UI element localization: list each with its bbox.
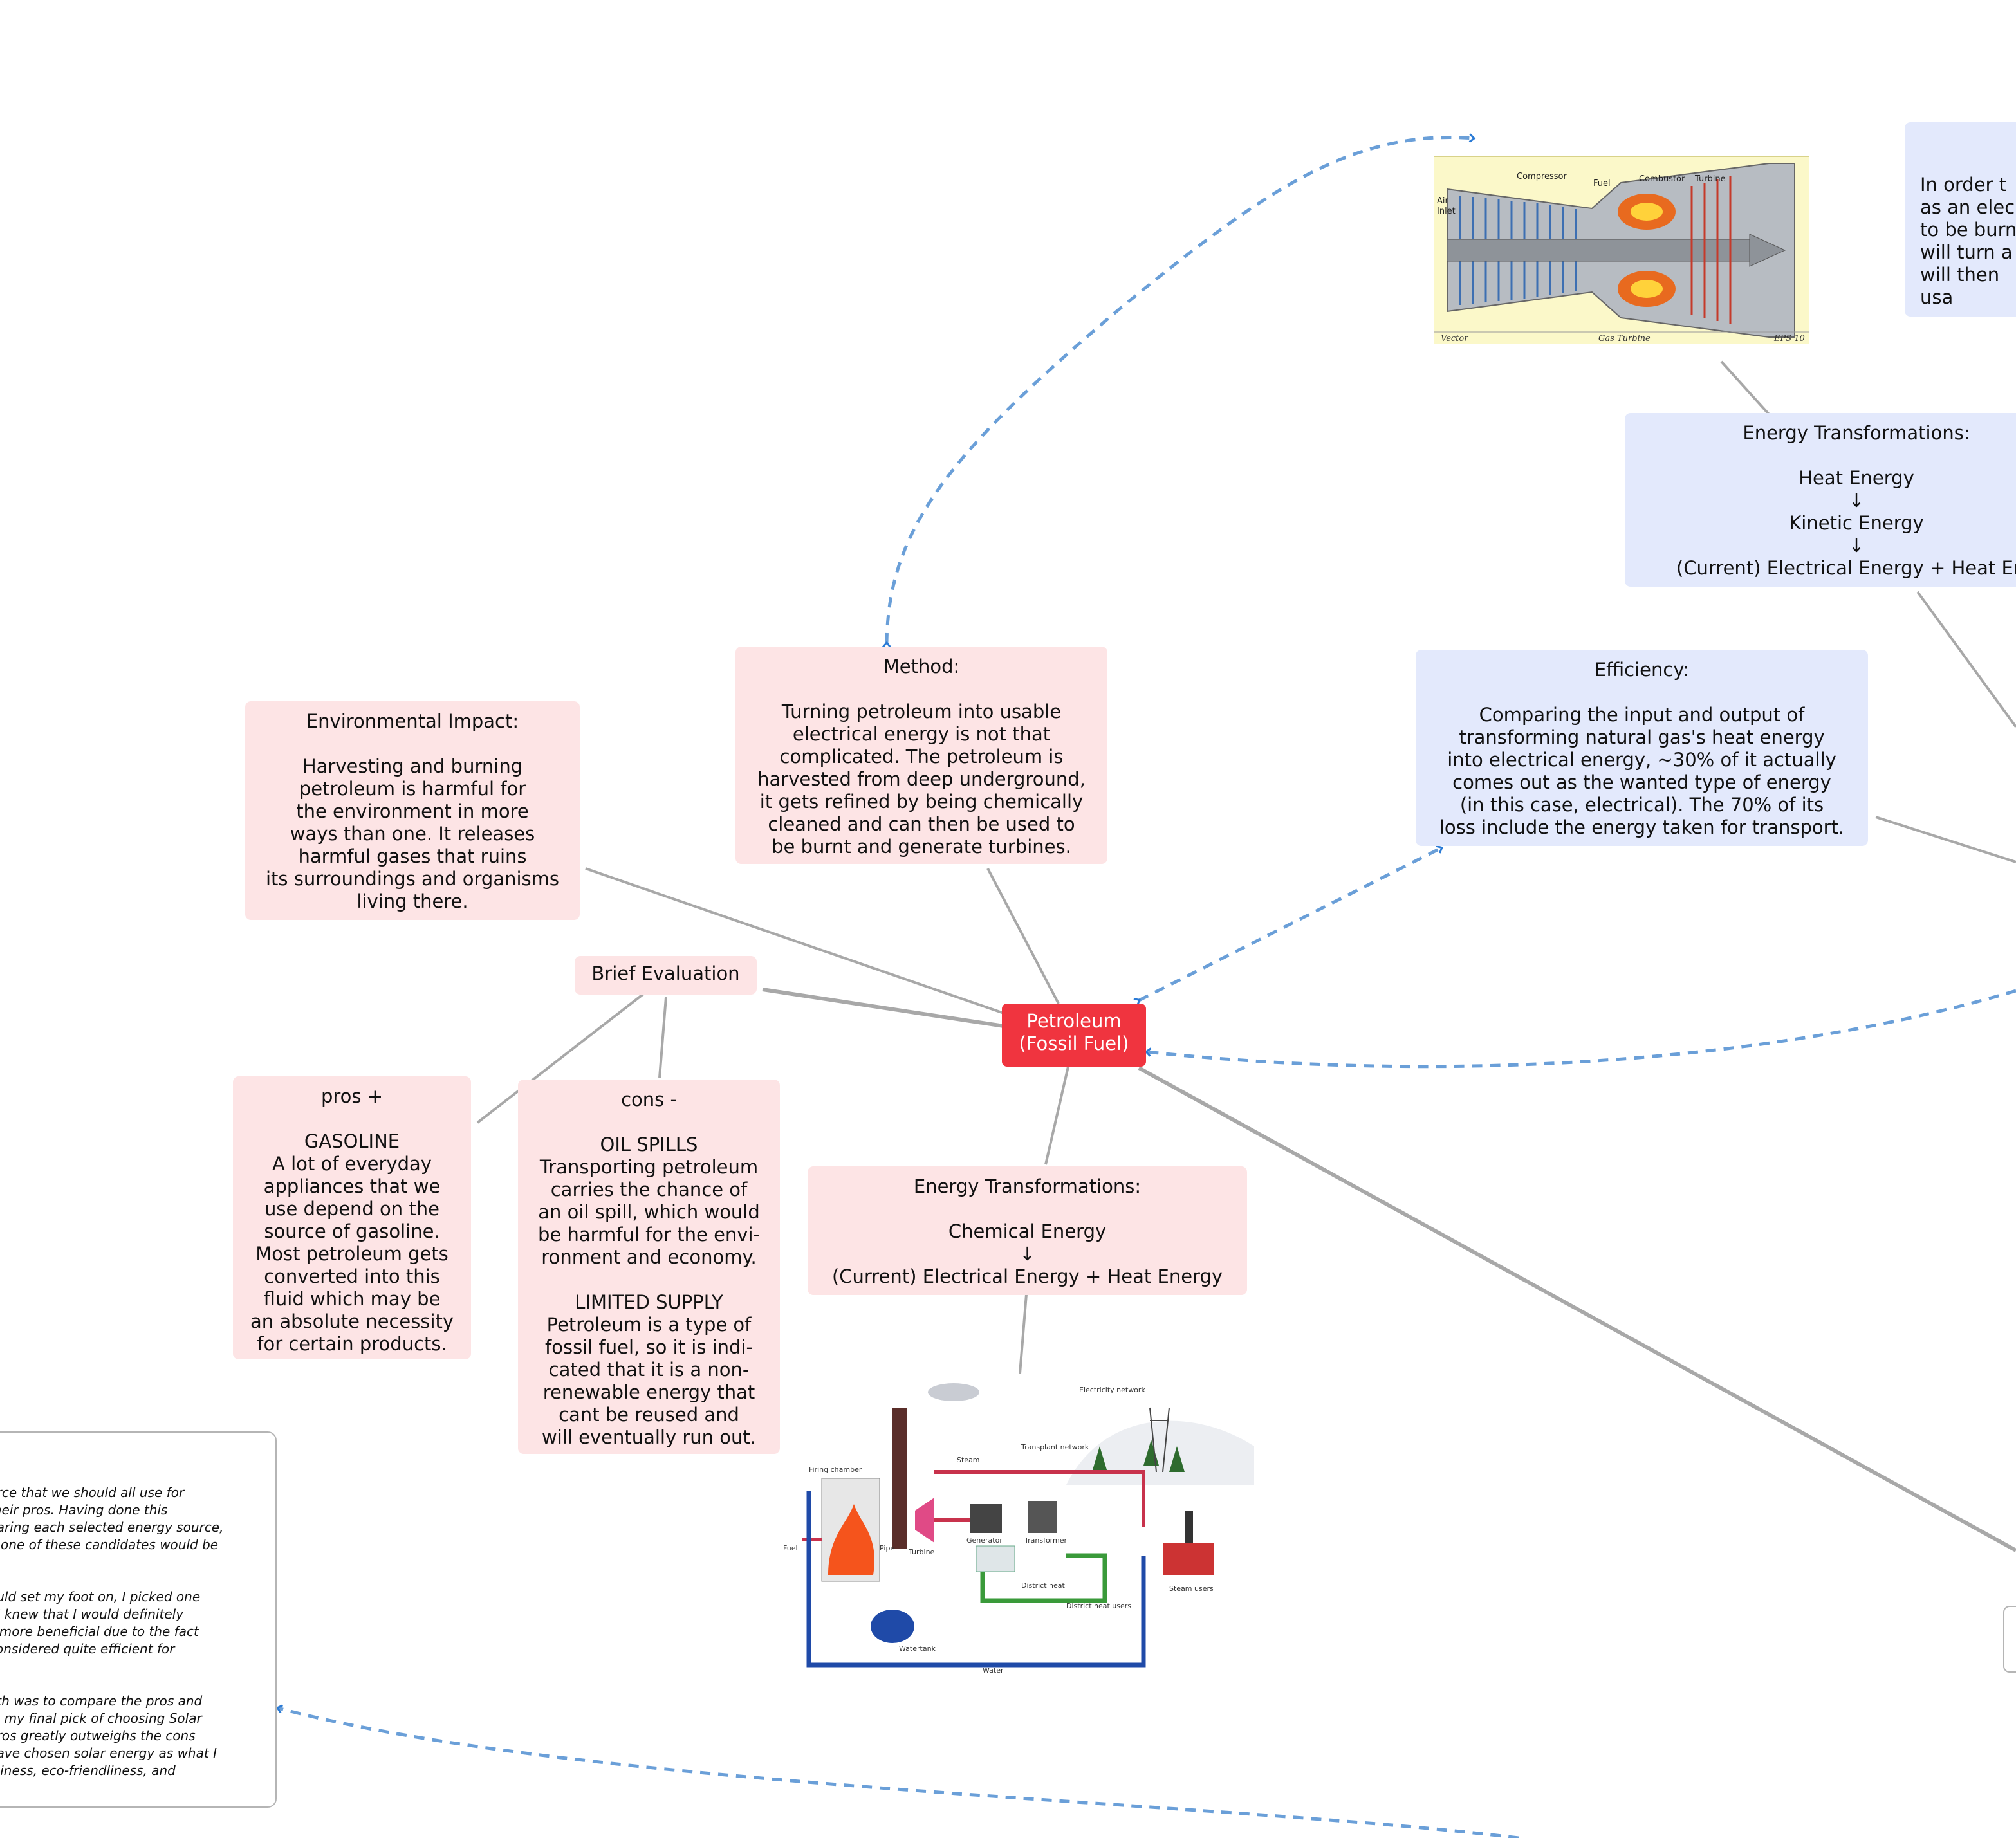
plant-label-transplant-network: Transplant network — [1021, 1443, 1089, 1451]
power-plant-image: Firing chamber Steam Transplant network … — [783, 1382, 1254, 1677]
node-partial-description[interactable]: In order t as an elec to be burn will tu… — [1905, 122, 2016, 317]
gas-turbine-image: Compressor Fuel Combustor Turbine Air In… — [1434, 156, 1809, 344]
plant-label-district-heat: District heat — [1021, 1581, 1065, 1590]
dashed-link-root-right — [1147, 989, 2016, 1069]
node-energy-transformations-heat[interactable]: Energy Transformations: Heat Energy ↓ Ki… — [1625, 413, 2016, 587]
link-root-method — [986, 868, 1060, 1004]
link-brief-cons — [658, 997, 667, 1078]
plant-label-district-heat-users: District heat users — [1066, 1602, 1131, 1610]
link-turbine-et — [1720, 360, 1771, 416]
node-brief-evaluation[interactable]: Brief Evaluation — [575, 956, 757, 995]
plant-label-water: Water — [983, 1666, 1004, 1675]
node-energy-transformations-chemical[interactable]: Energy Transformations: Chemical Energy … — [808, 1166, 1247, 1295]
node-environmental-impact[interactable]: Environmental Impact: Harvesting and bur… — [245, 701, 580, 920]
plant-label-fuel: Fuel — [783, 1544, 798, 1552]
gas-turbine-illustration: Compressor Fuel Combustor Turbine Air In… — [1434, 157, 1809, 344]
plant-label-firing-chamber: Firing chamber — [809, 1466, 862, 1474]
power-plant-diagram: Firing chamber Steam Transplant network … — [783, 1383, 1254, 1675]
root-node-petroleum[interactable]: Petroleum (Fossil Fuel) — [1002, 1004, 1146, 1067]
link-root-brief — [762, 988, 1004, 1028]
plant-label-watertank: Watertank — [899, 1644, 936, 1653]
energy-transformations-heat-text: Energy Transformations: Heat Energy ↓ Ki… — [1676, 422, 2016, 579]
link-root-right — [1138, 1066, 2016, 1552]
link-root-env — [585, 867, 1004, 1015]
node-efficiency[interactable]: Efficiency: Comparing the input and outp… — [1416, 650, 1868, 846]
plant-label-electricity-network: Electricity network — [1079, 1386, 1145, 1394]
turbine-label-compressor: Compressor — [1517, 172, 1567, 181]
plant-label-transformer: Transformer — [1024, 1536, 1067, 1545]
plant-label-generator: Generator — [966, 1536, 1003, 1545]
link-et-plant — [1019, 1294, 1028, 1374]
plant-label-turbine: Turbine — [908, 1548, 935, 1556]
dashed-link-root-efficiency — [1139, 848, 1441, 1000]
turbine-label-fuel: Fuel — [1593, 179, 1611, 188]
plant-label-pipe: Pipe — [880, 1544, 894, 1552]
dashed-link-method-turbine — [887, 138, 1474, 643]
dashed-link-note-bottom — [278, 1708, 1519, 1838]
conclusion-note-box[interactable]: urce that we should all use for their pr… — [0, 1431, 277, 1808]
partial-node-right-edge[interactable] — [2003, 1606, 2016, 1673]
turbine-caption-title: Gas Turbine — [1598, 334, 1651, 344]
node-pros[interactable]: pros + GASOLINE A lot of everyday applia… — [233, 1076, 471, 1359]
turbine-caption-eps: EPS 10 — [1773, 334, 1805, 344]
turbine-label-inlet: Inlet — [1437, 207, 1456, 216]
link-brief-pros — [476, 993, 645, 1124]
link-root-et — [1044, 1066, 1069, 1165]
link-et-right — [1916, 591, 2016, 728]
plant-label-steam-users: Steam users — [1169, 1585, 1214, 1593]
turbine-label-turbine: Turbine — [1694, 174, 1726, 184]
plant-label-steam: Steam — [957, 1456, 980, 1464]
link-eff-right — [1875, 816, 2016, 863]
turbine-label-air: Air — [1437, 196, 1449, 206]
turbine-caption-vector: Vector — [1441, 334, 1468, 344]
node-method[interactable]: Method: Turning petroleum into usable el… — [735, 647, 1107, 864]
turbine-label-combustor: Combustor — [1639, 174, 1685, 184]
node-cons[interactable]: cons - OIL SPILLS Transporting petroleum… — [518, 1080, 780, 1454]
